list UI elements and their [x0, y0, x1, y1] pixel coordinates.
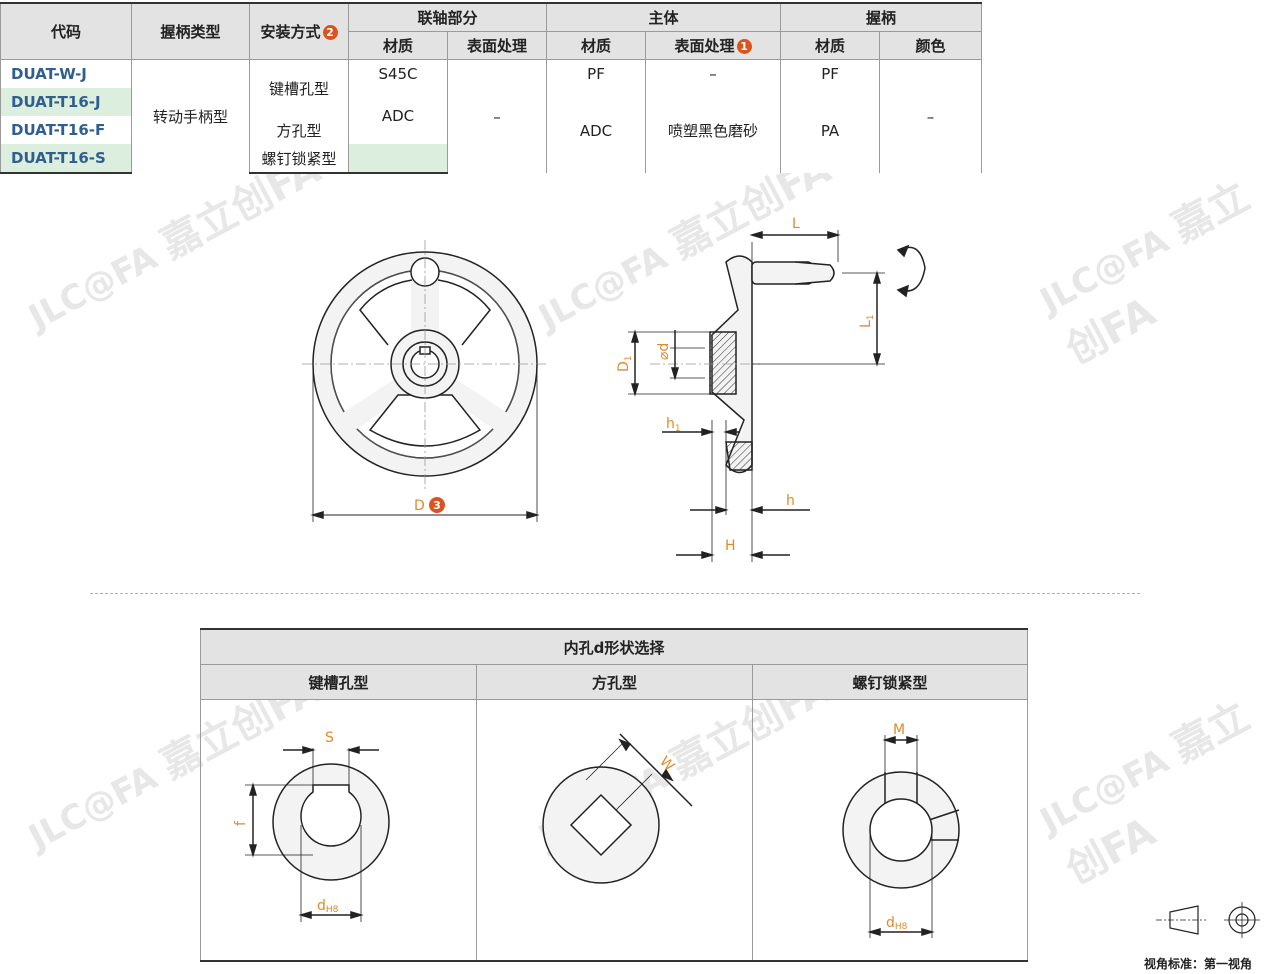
product-code[interactable]: DUAT-W-J	[0, 59, 132, 88]
dim-M-label: M	[893, 722, 905, 738]
dim-W-label: W	[656, 754, 677, 775]
body-surface-cell: 喷塑黑色磨砂	[645, 88, 782, 173]
screw-bore-cell: M dH8	[751, 699, 1029, 962]
first-angle-projection-icon	[1156, 902, 1260, 938]
header-coupling: 联轴部分	[347, 2, 548, 32]
header-body: 主体	[546, 2, 782, 32]
handwheel-drawing: D 3	[302, 216, 926, 562]
handle-type-cell: 转动手柄型	[131, 59, 250, 173]
note-badge: 3	[429, 497, 445, 513]
header-handle-type: 握柄类型	[131, 2, 250, 60]
dim-f-label: f	[233, 820, 249, 826]
dim-H-label: H	[725, 538, 736, 554]
product-code[interactable]: DUAT-T16-J	[0, 88, 132, 116]
dim-D-label: D	[414, 498, 425, 514]
dim-S-label: S	[325, 730, 334, 746]
subheader-material: 材质	[348, 31, 448, 60]
screw-bore-drawing: M dH8	[842, 722, 960, 938]
keyway-bore-cell: S f dH8	[200, 699, 477, 962]
header-grip: 握柄	[780, 2, 983, 32]
subheader-surface: 表面处理	[446, 31, 548, 60]
grip-material-cell: PA	[780, 88, 881, 173]
subheader-surface-label: 表面处理	[674, 37, 735, 55]
subheader-color: 颜色	[879, 31, 983, 60]
view-standard-label: 视角标准：第一视角	[1144, 957, 1253, 971]
shape-table-title: 内孔d形状选择	[199, 628, 1029, 665]
product-code[interactable]: DUAT-T16-F	[0, 116, 132, 144]
body-material-cell: PF	[546, 59, 647, 88]
mount-cell: 方孔型	[249, 116, 349, 144]
shape-column-keyway: 键槽孔型	[200, 664, 477, 700]
coupling-material-cell: S45C	[348, 59, 448, 88]
dim-d-label: ⌀d	[656, 343, 672, 360]
front-view	[302, 240, 548, 522]
body-surface-cell: –	[645, 59, 782, 88]
mount-cell: 螺钉锁紧型	[249, 144, 349, 174]
dim-dH8-label: dH8	[317, 898, 339, 915]
dim-h1-label: h1	[666, 416, 681, 434]
coupling-material-cell: ADC	[348, 88, 448, 144]
note-badge: 1	[736, 39, 752, 54]
svg-text:3: 3	[433, 499, 441, 512]
square-bore-cell: W	[476, 699, 753, 962]
side-view	[628, 230, 926, 562]
product-code[interactable]: DUAT-T16-S	[0, 144, 132, 174]
subheader-material: 材质	[780, 31, 881, 60]
dim-dH8-label: dH8	[886, 915, 908, 932]
watermark: JLC@FA 嘉立创FA	[1033, 693, 1257, 894]
mount-cell: 键槽孔型	[249, 59, 349, 116]
body-material-cell: ADC	[546, 88, 647, 173]
grip-color-cell: –	[879, 59, 983, 173]
bore-shape-table: 内孔d形状选择 键槽孔型 方孔型 螺钉锁紧型	[199, 628, 1029, 962]
dim-L1-label: L1	[858, 314, 876, 328]
dim-L-label: L	[792, 216, 800, 232]
shape-column-screw: 螺钉锁紧型	[751, 664, 1029, 700]
header-code: 代码	[0, 2, 132, 60]
dim-D1-label: D1	[616, 355, 634, 372]
dim-h-label: h	[786, 493, 795, 509]
grip-material-cell: PF	[780, 59, 881, 88]
keyway-bore-drawing: S f dH8	[233, 730, 390, 922]
subheader-material: 材质	[546, 31, 647, 60]
square-bore-drawing: W	[542, 733, 693, 884]
header-mount-label: 安装方式	[260, 23, 321, 41]
coupling-surface-cell: –	[446, 59, 548, 173]
coupling-material-cell	[348, 144, 448, 174]
note-badge: 2	[322, 25, 338, 40]
section-divider	[90, 593, 1140, 594]
shape-column-square: 方孔型	[476, 664, 753, 700]
